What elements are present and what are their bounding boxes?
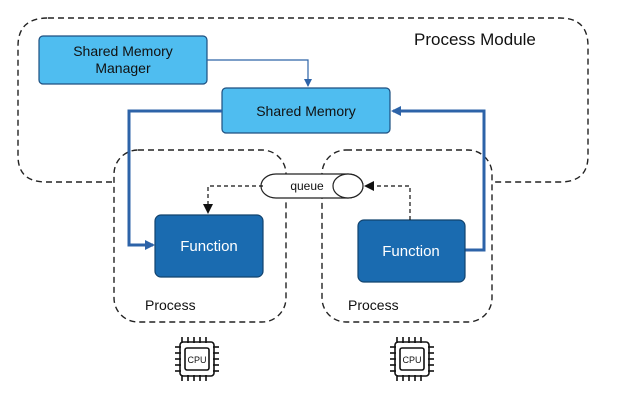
process-left-boundary [113, 149, 287, 323]
function-right-box [357, 219, 466, 283]
manager-label-line2: Manager [95, 60, 151, 76]
process-module-boundary [17, 17, 589, 183]
manager-to-memory-arrow [207, 59, 312, 87]
manager-label-line1: Shared Memory [73, 43, 173, 59]
function-left-box [154, 214, 264, 278]
shared-memory-label: Shared Memory [256, 103, 356, 119]
cpu-left-icon [175, 337, 219, 381]
right-function-to-queue-arrow [364, 181, 411, 220]
module-label: Process Module [414, 30, 536, 49]
process-right-label: Process [348, 297, 399, 313]
queue-label: queue [290, 179, 324, 193]
cpu-left-label: CPU [187, 355, 206, 365]
queue-to-left-function-arrow [203, 185, 263, 214]
process-left-label: Process [145, 297, 196, 313]
cpu-right-label: CPU [402, 355, 421, 365]
function-right-label: Function [382, 243, 440, 260]
process-right-boundary [321, 149, 493, 323]
function-left-label: Function [180, 238, 238, 255]
queue-shape [260, 173, 364, 199]
cpu-right-icon [390, 337, 434, 381]
memory-to-left-function-arrow [127, 109, 222, 250]
right-function-to-memory-arrow [391, 106, 486, 252]
